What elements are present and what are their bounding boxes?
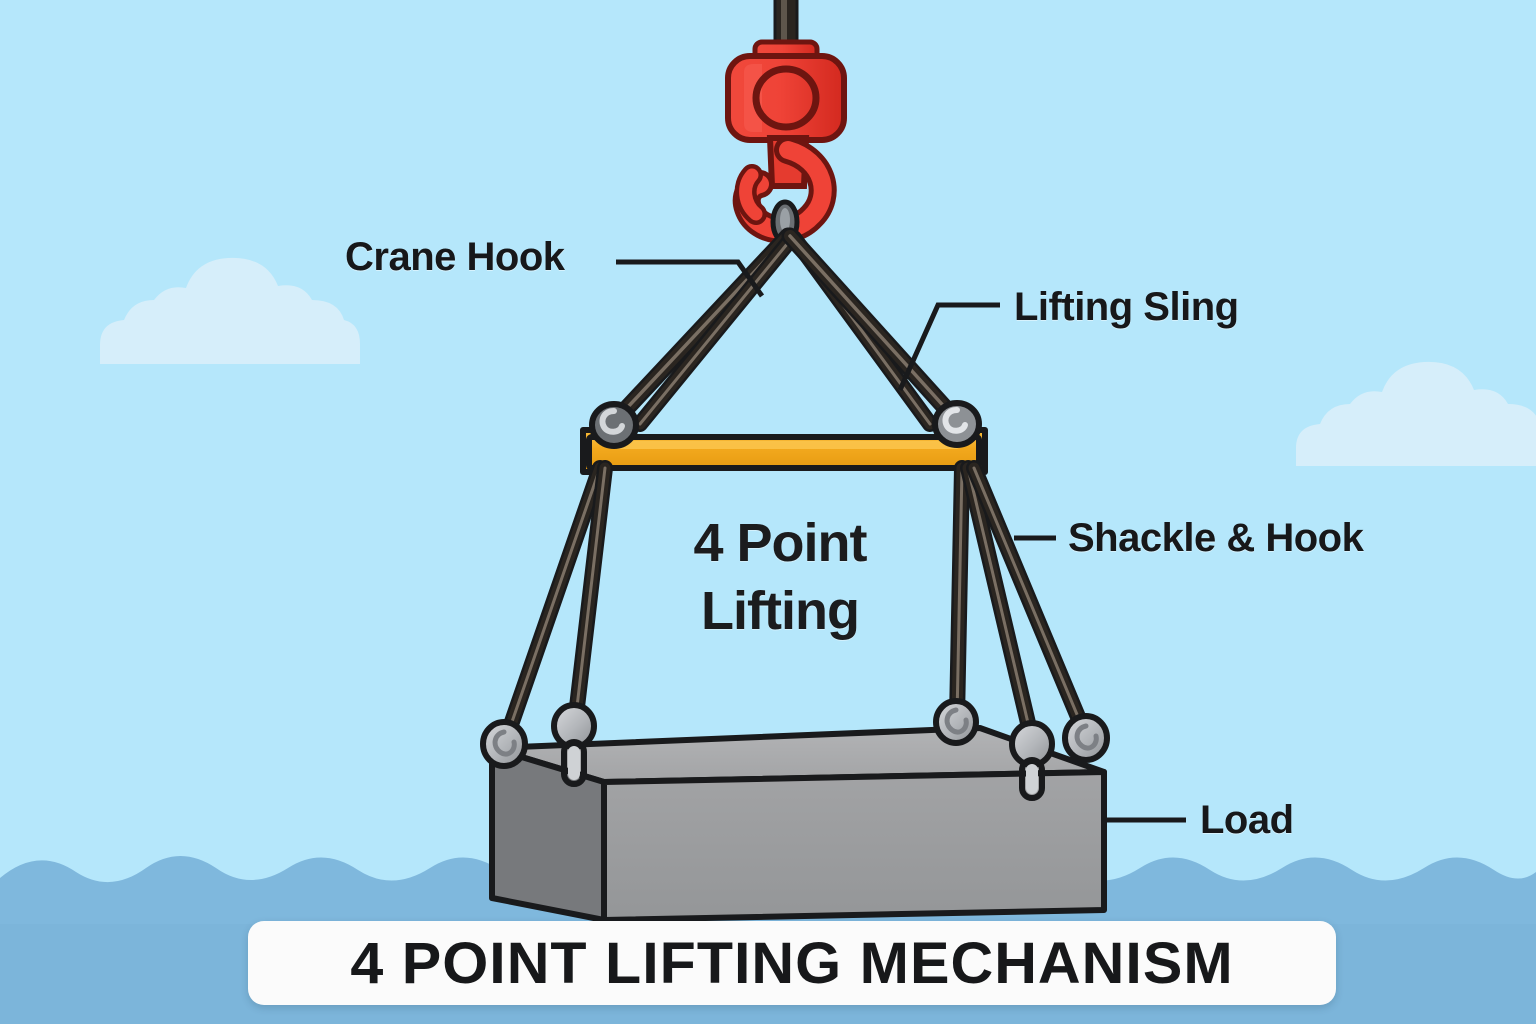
leader-line-crane-hook (616, 259, 765, 298)
title-banner-text: 4 POINT LIFTING MECHANISM (350, 930, 1234, 996)
label-shackle-and-hook: Shackle & Hook (1068, 516, 1364, 560)
center-caption: 4 Point Lifting (660, 516, 900, 638)
shackle-load-left-inner (551, 702, 597, 787)
leader-line-load (1101, 782, 1186, 860)
label-lifting-sling: Lifting Sling (1014, 285, 1239, 329)
shackle-beam-left (589, 401, 639, 449)
shackle-load-right-inner (933, 698, 979, 746)
lifting-sling-lower-group (497, 460, 1094, 750)
title-banner: 4 POINT LIFTING MECHANISM (248, 921, 1336, 1005)
lifting-sling-upper-group (603, 227, 967, 433)
shackle-load-right-mid (1009, 720, 1055, 801)
center-caption-line-1: 4 Point (693, 513, 867, 573)
leader-line-lifting-sling (897, 302, 1000, 392)
label-load: Load (1200, 798, 1294, 842)
shackle-load-left-outer (480, 719, 528, 769)
label-crane-hook: Crane Hook (345, 235, 565, 279)
center-caption-line-2: Lifting (701, 581, 860, 641)
cloud-right (1296, 361, 1536, 466)
crane-hook (725, 39, 847, 245)
cloud-left (100, 257, 360, 364)
spreader-beam (580, 427, 988, 475)
shackle-beam-right (932, 400, 982, 448)
shackle-load-right-outer (1062, 713, 1110, 763)
